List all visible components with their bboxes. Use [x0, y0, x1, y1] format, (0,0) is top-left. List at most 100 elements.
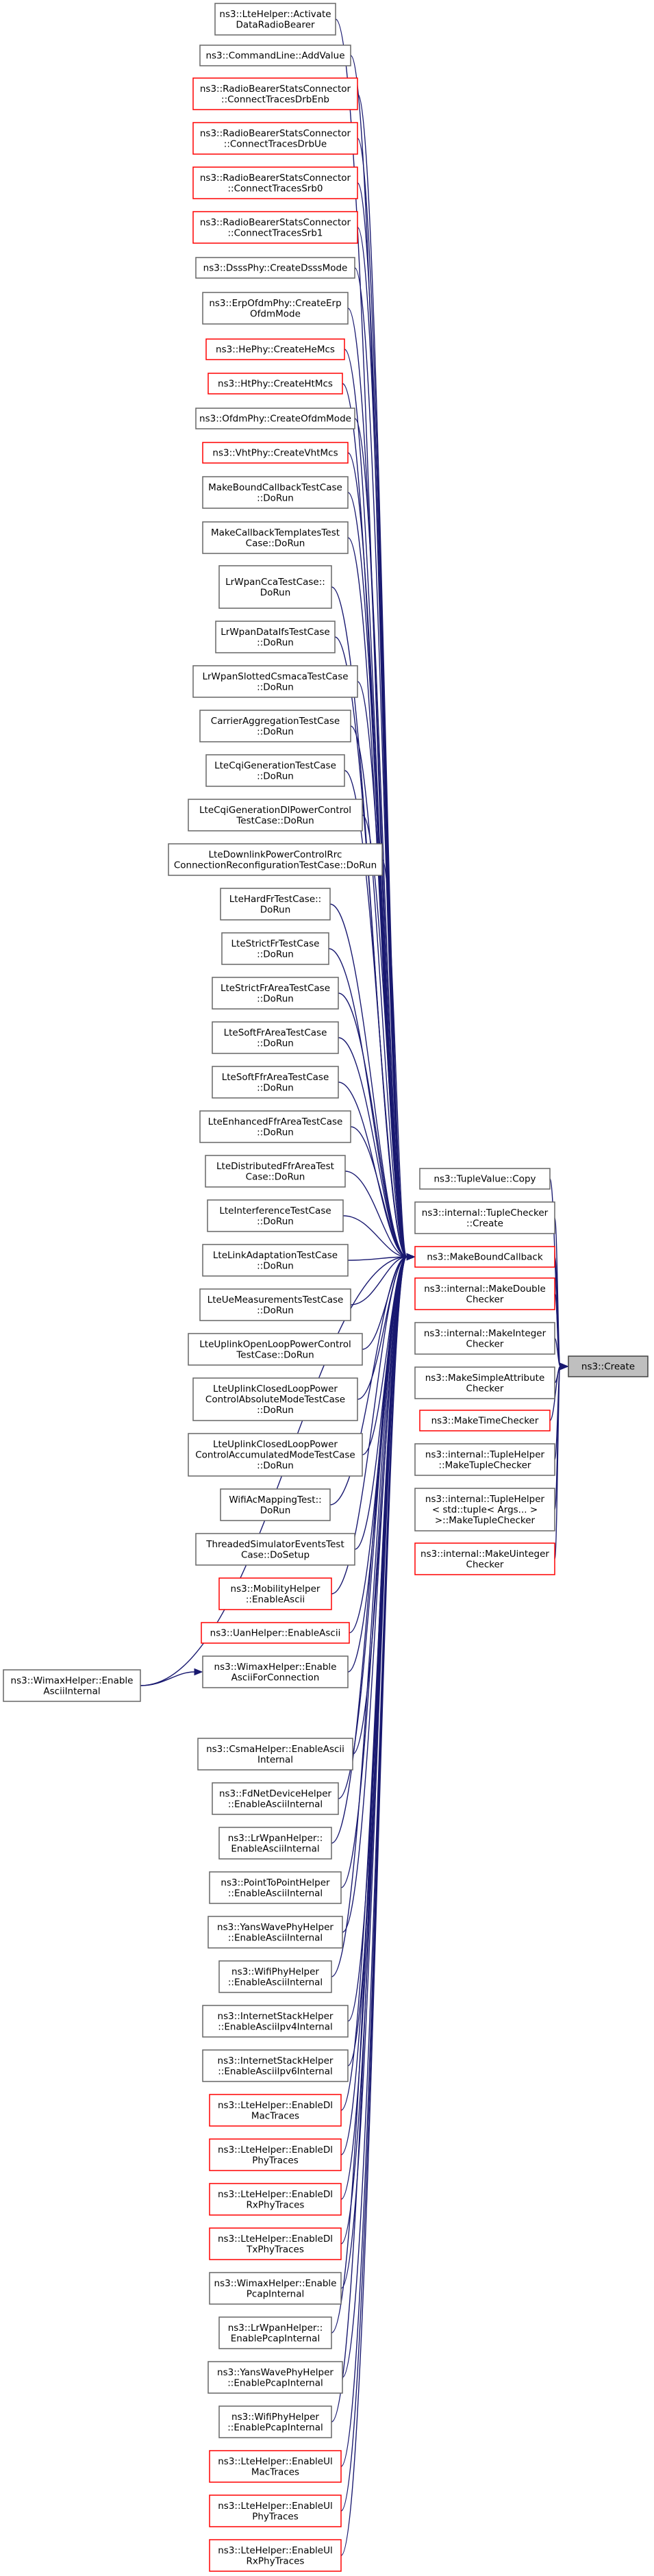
node-c6[interactable]: ns3::RadioBearerStatsConnector::ConnectT…: [192, 211, 358, 244]
node-c31[interactable]: LteUeMeasurementsTestCase::DoRun: [199, 1288, 351, 1321]
node-thm2[interactable]: ns3::internal::TupleHelper< std::tuple< …: [414, 1488, 555, 1531]
node-label: ns3::LteHelper::EnableUl: [218, 2501, 333, 2512]
node-c46[interactable]: ns3::InternetStackHelper::EnableAsciiIpv…: [202, 2005, 349, 2038]
node-c22[interactable]: LteHardFrTestCase::DoRun: [220, 888, 331, 921]
node-box: [207, 1916, 343, 1949]
node-box: [188, 1433, 363, 1477]
node-c30[interactable]: LteLinkAdaptationTestCase::DoRun: [202, 1244, 349, 1277]
node-c16[interactable]: LrWpanDataIfsTestCase::DoRun: [215, 621, 336, 653]
node-c41[interactable]: ns3::FdNetDeviceHelper::EnableAsciiInter…: [212, 1782, 339, 1815]
node-c12[interactable]: ns3::VhtPhy::CreateVhtMcs: [202, 442, 349, 464]
edge-c45-to-mbc: [331, 1256, 407, 1977]
node-wai[interactable]: ns3::WimaxHelper::EnableAsciiInternal: [3, 1669, 141, 1702]
node-c3[interactable]: ns3::RadioBearerStatsConnector::ConnectT…: [192, 77, 358, 110]
node-thm1[interactable]: ns3::internal::TupleHelper::MakeTupleChe…: [414, 1443, 555, 1476]
edges-layer: [140, 18, 569, 2556]
node-c34[interactable]: LteUplinkClosedLoopPowerControlAccumulat…: [188, 1433, 363, 1477]
node-label: PcapInternal: [247, 2288, 304, 2299]
node-box: [188, 1333, 363, 1366]
node-label: AsciiInternal: [43, 1686, 100, 1697]
edge-c43-to-mbc: [340, 1256, 407, 1888]
node-c20[interactable]: LteCqiGenerationDlPowerControlTestCase::…: [188, 799, 363, 831]
node-c32[interactable]: LteUplinkOpenLoopPowerControlTestCase::D…: [188, 1333, 363, 1366]
node-c44[interactable]: ns3::YansWavePhyHelper::EnableAsciiInter…: [207, 1916, 343, 1949]
node-c43[interactable]: ns3::PointToPointHelper::EnableAsciiInte…: [209, 1871, 342, 1904]
node-c10[interactable]: ns3::HtPhy::CreateHtMcs: [207, 373, 343, 395]
node-label: ::DoRun: [257, 949, 294, 960]
node-label: LteEnhancedFfrAreaTestCase: [208, 1116, 343, 1127]
node-label: ns3::CsmaHelper::EnableAscii: [206, 1744, 344, 1755]
node-c7[interactable]: ns3::DsssPhy::CreateDsssMode: [195, 257, 355, 279]
node-label: ::EnableAsciiIpv4Internal: [218, 2021, 332, 2032]
node-c13[interactable]: MakeBoundCallbackTestCase::DoRun: [202, 476, 349, 509]
node-c45[interactable]: ns3::WifiPhyHelper::EnableAsciiInternal: [218, 1960, 332, 1993]
node-c2[interactable]: ns3::CommandLine::AddValue: [199, 45, 351, 66]
node-c33[interactable]: LteUplinkClosedLoopPowerControlAbsoluteM…: [192, 1377, 358, 1421]
node-c17[interactable]: LrWpanSlottedCsmacaTestCase::DoRun: [192, 665, 358, 698]
node-c55[interactable]: ns3::WifiPhyHelper::EnablePcapInternal: [218, 2405, 332, 2438]
node-label: LteSoftFrAreaTestCase: [224, 1027, 327, 1038]
node-tcc[interactable]: ns3::internal::TupleChecker::Create: [414, 1201, 555, 1234]
node-c29[interactable]: LteInterferenceTestCase::DoRun: [207, 1199, 344, 1232]
node-c37[interactable]: ns3::MobilityHelper::EnableAscii: [218, 1577, 332, 1610]
node-c35[interactable]: WifiAcMappingTest::DoRun: [220, 1488, 331, 1521]
edge-wai-to-mbc-arrowhead: [406, 1253, 416, 1261]
node-c42[interactable]: ns3::LrWpanHelper::EnableAsciiInternal: [218, 1827, 332, 1860]
node-c47[interactable]: ns3::InternetStackHelper::EnableAsciiIpv…: [202, 2049, 349, 2082]
node-copy[interactable]: ns3::TupleValue::Copy: [419, 1168, 551, 1190]
node-label: LteDistributedFfrAreaTest: [216, 1161, 334, 1172]
node-c26[interactable]: LteSoftFfrAreaTestCase::DoRun: [212, 1066, 339, 1099]
node-c21[interactable]: LteDownlinkPowerControlRrcConnectionReco…: [168, 843, 383, 876]
node-c39[interactable]: ns3::WimaxHelper::EnableAsciiForConnecti…: [202, 1655, 349, 1688]
node-c27[interactable]: LteEnhancedFfrAreaTestCase::DoRun: [199, 1110, 351, 1143]
node-label: ns3::LteHelper::EnableDl: [218, 2234, 333, 2244]
node-box: [3, 1669, 141, 1702]
node-c5[interactable]: ns3::RadioBearerStatsConnector::ConnectT…: [192, 166, 358, 199]
node-box: [414, 1488, 555, 1531]
node-label: ns3::WimaxHelper::Enable: [11, 1675, 134, 1686]
node-box: [218, 2405, 332, 2438]
node-box: [220, 888, 331, 921]
edge-c27-to-mbc: [350, 1126, 407, 1258]
node-c24[interactable]: LteStrictFrAreaTestCase::DoRun: [212, 977, 339, 1010]
node-mbc[interactable]: ns3::MakeBoundCallback: [414, 1246, 555, 1268]
node-label: PhyTraces: [252, 2155, 299, 2166]
node-c40[interactable]: ns3::CsmaHelper::EnableAsciiInternal: [197, 1738, 353, 1771]
node-label: LteUplinkOpenLoopPowerControl: [199, 1339, 351, 1350]
node-c53[interactable]: ns3::LrWpanHelper::EnablePcapInternal: [218, 2316, 332, 2349]
node-label: ns3::YansWavePhyHelper: [217, 1922, 334, 1933]
node-c9[interactable]: ns3::HePhy::CreateHeMcs: [205, 338, 345, 360]
node-label: Case::DoSetup: [241, 1549, 310, 1560]
node-c4[interactable]: ns3::RadioBearerStatsConnector::ConnectT…: [192, 122, 358, 155]
node-c38[interactable]: ns3::UanHelper::EnableAscii: [201, 1622, 350, 1644]
node-c25[interactable]: LteSoftFrAreaTestCase::DoRun: [212, 1021, 339, 1054]
node-c54[interactable]: ns3::YansWavePhyHelper::EnablePcapIntern…: [207, 2361, 343, 2394]
node-c18[interactable]: CarrierAggregationTestCase::DoRun: [199, 710, 351, 742]
node-label: ns3::PointToPointHelper: [221, 1877, 330, 1888]
node-label: ::DoRun: [257, 993, 294, 1004]
node-mtc[interactable]: ns3::MakeTimeChecker: [419, 1410, 551, 1431]
node-c52[interactable]: ns3::WimaxHelper::EnablePcapInternal: [209, 2272, 342, 2305]
node-c11[interactable]: ns3::OfdmPhy::CreateOfdmMode: [195, 408, 355, 429]
node-label: LrWpanCcaTestCase::: [225, 577, 325, 588]
node-c23[interactable]: LteStrictFrTestCase::DoRun: [221, 932, 329, 965]
node-c19[interactable]: LteCqiGenerationTestCase::DoRun: [205, 754, 345, 787]
node-c15[interactable]: LrWpanCcaTestCase::DoRun: [218, 565, 332, 609]
node-create[interactable]: ns3::Create: [568, 1355, 649, 1377]
